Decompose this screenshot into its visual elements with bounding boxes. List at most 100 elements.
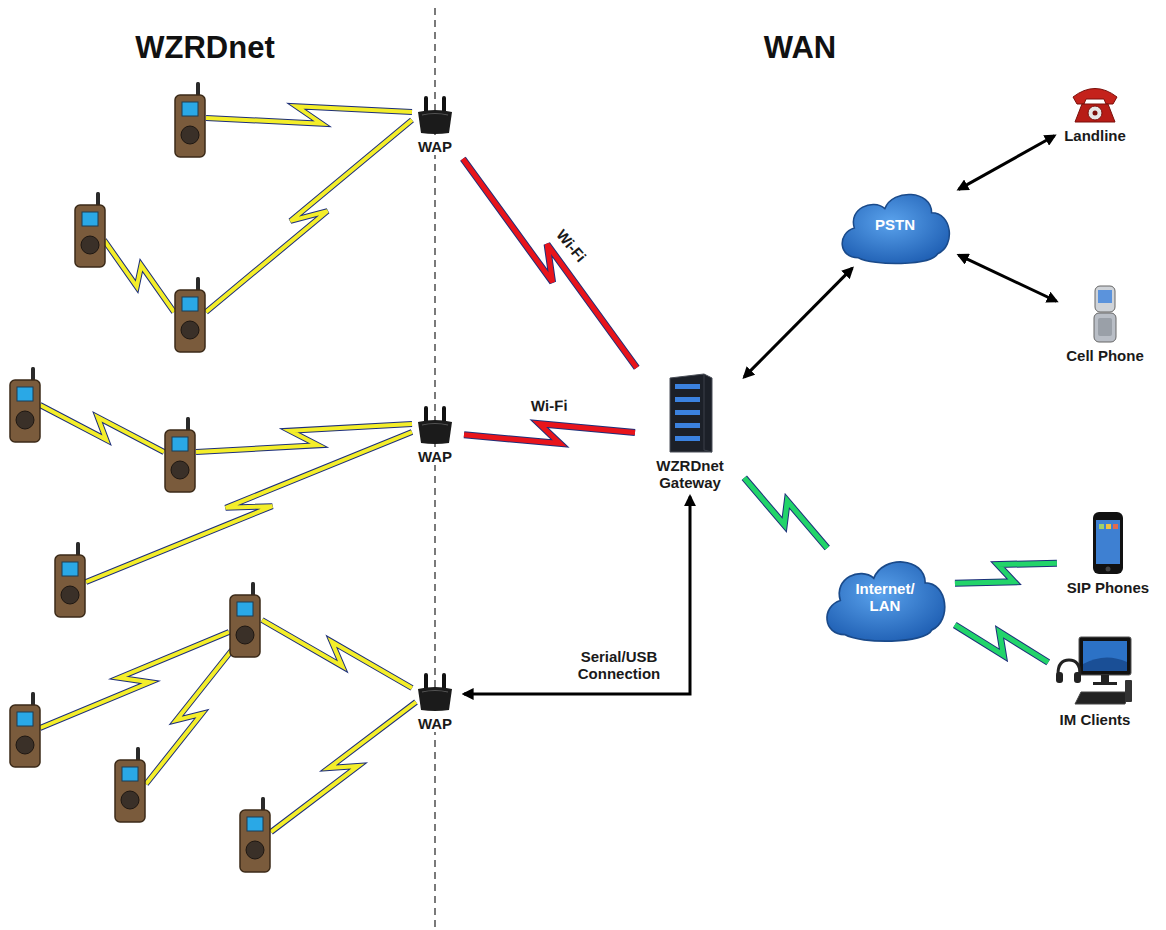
node-label: Landline bbox=[1061, 127, 1129, 144]
radio-link-outline bbox=[262, 620, 412, 688]
access-point-icon bbox=[413, 672, 457, 712]
cell-phone-icon bbox=[1089, 284, 1121, 344]
handset-radio bbox=[175, 277, 205, 352]
radio-link bbox=[40, 405, 164, 452]
radio-link-outline bbox=[146, 650, 232, 784]
handset-screen bbox=[62, 562, 78, 576]
wireless-link bbox=[463, 159, 637, 368]
gateway-server: WZRDnet Gateway bbox=[638, 370, 742, 494]
connector-group bbox=[464, 424, 635, 444]
connector-group bbox=[464, 497, 690, 695]
connector-group bbox=[744, 478, 827, 548]
handset-screen bbox=[182, 102, 198, 116]
network-cloud: Internet/ LAN bbox=[818, 550, 952, 644]
handset-radio bbox=[165, 417, 195, 492]
im-client: IM Clients bbox=[1051, 632, 1139, 730]
wired-link bbox=[959, 255, 1057, 301]
access-point-icon bbox=[413, 95, 457, 135]
radio-link bbox=[206, 120, 412, 312]
node-label: Cell Phone bbox=[1063, 347, 1147, 364]
handset-keypad bbox=[121, 791, 139, 809]
radio-link-bolt bbox=[271, 702, 416, 832]
connector-label: Wi-Fi bbox=[528, 397, 571, 415]
connector-group bbox=[959, 255, 1057, 301]
access-point-icon bbox=[413, 405, 457, 445]
wireless-link-outline bbox=[463, 159, 637, 368]
radio-link-bolt bbox=[262, 620, 412, 688]
handset-body bbox=[240, 810, 270, 872]
handset-screen bbox=[182, 297, 198, 311]
radio-link-bolt bbox=[206, 120, 412, 312]
region-heading: WZRDnet bbox=[131, 30, 278, 66]
node-label: WAP bbox=[415, 138, 455, 155]
handset-radio bbox=[115, 747, 145, 822]
wired-link bbox=[744, 268, 852, 377]
handsets bbox=[10, 82, 270, 872]
radio-link-bolt bbox=[104, 240, 174, 312]
sip-phone-icon bbox=[1090, 510, 1126, 576]
handset-screen bbox=[17, 387, 33, 401]
radio-link-outline bbox=[271, 702, 416, 832]
sip-phone: SIP Phones bbox=[1060, 508, 1156, 598]
handset-keypad bbox=[181, 321, 199, 339]
handset-keypad bbox=[171, 461, 189, 479]
wireless-link bbox=[744, 478, 827, 548]
connector-group bbox=[463, 159, 637, 368]
radio-link bbox=[206, 106, 412, 123]
radio-links bbox=[40, 106, 416, 832]
radio-link-outline bbox=[86, 432, 412, 582]
handset-screen bbox=[82, 212, 98, 226]
access-point: WAP bbox=[409, 403, 461, 467]
handset-screen bbox=[247, 817, 263, 831]
radio-link bbox=[146, 650, 232, 784]
wireless-link bbox=[955, 625, 1048, 662]
wireless-link-outline bbox=[464, 424, 635, 444]
cell-phone: Cell Phone bbox=[1059, 282, 1151, 366]
node-label: WAP bbox=[415, 448, 455, 465]
region-heading: WAN bbox=[760, 30, 840, 66]
radio-link bbox=[271, 702, 416, 832]
handset-keypad bbox=[81, 236, 99, 254]
handset-screen bbox=[237, 602, 253, 616]
radio-link-outline bbox=[206, 106, 412, 123]
wired-link bbox=[464, 497, 690, 695]
handset-keypad bbox=[16, 411, 34, 429]
access-point: WAP bbox=[409, 93, 461, 157]
node-label: SIP Phones bbox=[1064, 579, 1152, 596]
node-label: WZRDnet Gateway bbox=[642, 457, 738, 492]
handset-body bbox=[230, 595, 260, 657]
connector-group bbox=[744, 268, 852, 377]
handset-body bbox=[75, 205, 105, 267]
radio-link-outline bbox=[40, 405, 164, 452]
handset-body bbox=[165, 430, 195, 492]
handset-body bbox=[10, 705, 40, 767]
handset-radio bbox=[10, 367, 40, 442]
handset-keypad bbox=[61, 586, 79, 604]
handset-keypad bbox=[236, 626, 254, 644]
node-label: WAP bbox=[415, 715, 455, 732]
handset-keypad bbox=[246, 841, 264, 859]
handset-radio bbox=[75, 192, 105, 267]
wired-link bbox=[959, 136, 1055, 190]
radio-link-outline bbox=[206, 120, 412, 312]
handset-radio bbox=[175, 82, 205, 157]
handset-body bbox=[175, 290, 205, 352]
handset-radio bbox=[10, 692, 40, 767]
radio-link-bolt bbox=[86, 432, 412, 582]
handset-radio bbox=[230, 582, 260, 657]
wireless-link bbox=[464, 424, 635, 444]
wireless-link bbox=[955, 563, 1057, 583]
handset-radio bbox=[55, 542, 85, 617]
handset-radio bbox=[240, 797, 270, 872]
landline-phone-icon bbox=[1070, 82, 1120, 124]
handset-body bbox=[55, 555, 85, 617]
radio-link bbox=[86, 432, 412, 582]
handset-keypad bbox=[181, 126, 199, 144]
wireless-link-outline bbox=[955, 563, 1057, 583]
handset-body bbox=[115, 760, 145, 822]
wireless-link-outline bbox=[955, 625, 1048, 662]
node-label: IM Clients bbox=[1057, 711, 1134, 728]
